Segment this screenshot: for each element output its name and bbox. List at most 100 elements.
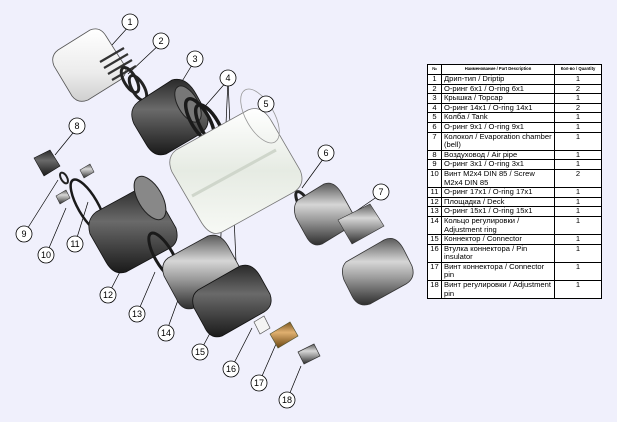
cell-qty: 1: [554, 280, 602, 300]
callout-circle: [128, 305, 146, 323]
part-adjustment-pin: [297, 343, 321, 365]
cell-qty: 1: [554, 187, 602, 198]
callout-label: 15: [195, 347, 205, 357]
callout-circle: [15, 225, 33, 243]
callout-label: 16: [226, 364, 236, 374]
cell-qty: 1: [554, 121, 602, 133]
callout-circle: [99, 286, 117, 304]
cell-num: 9: [427, 159, 442, 170]
callout-label: 4: [225, 73, 230, 83]
cell-num: 15: [427, 234, 442, 245]
cell-num: 13: [427, 206, 442, 217]
part-connector-pin: [269, 321, 299, 349]
callout-label: 2: [158, 36, 163, 46]
part-deck: [88, 175, 178, 274]
cell-qty: 1: [554, 234, 602, 245]
cell-num: 17: [427, 261, 442, 282]
cell-qty: 2: [554, 168, 602, 189]
cell-desc: О-ринг 9х1 / O-ring 9x1: [441, 121, 555, 133]
cell-desc: Винт коннектора / Connector pin: [441, 261, 555, 282]
callout-circle: [250, 374, 268, 392]
cell-num: 10: [427, 168, 442, 189]
callout-label: 18: [282, 395, 292, 405]
cell-desc: Дрип-тип / Driptip: [441, 74, 555, 85]
part-air-pipe: [33, 149, 61, 177]
cell-num: 7: [427, 131, 442, 151]
callout-circle: [186, 50, 204, 68]
cell-num: 18: [427, 280, 442, 300]
cell-desc: Винт M2x4 DIN 85 / Screw M2x4 DIN 85: [441, 168, 555, 189]
callout-label: 17: [254, 378, 264, 388]
callout-circle: [222, 360, 240, 378]
cell-desc: Колокол / Evaporation chamber (bell): [441, 131, 555, 151]
part-connector: [192, 264, 272, 338]
part-pin-insulator: [253, 315, 271, 335]
part-driptip: [52, 28, 137, 102]
cell-qty: 1: [554, 243, 602, 263]
table-header-row: № Наименование / Part Description Кол-во…: [427, 64, 602, 75]
callout-label: 5: [263, 99, 268, 109]
cell-num: 16: [427, 243, 442, 263]
callout-circle: [152, 32, 170, 50]
callout-label: 11: [70, 239, 79, 249]
cell-qty: 1: [554, 215, 602, 236]
cell-desc: О-ринг 17х1 / O-ring 17x1: [441, 187, 555, 198]
callout-circle: [191, 343, 209, 361]
cell-qty: 1: [554, 261, 602, 282]
part-screws-m2x4: [55, 163, 95, 205]
callout-circle: [157, 324, 175, 342]
header-description: Наименование / Part Description: [441, 64, 555, 75]
callout-label: 3: [192, 54, 197, 64]
part-bell: [294, 182, 414, 306]
callout-circle: [121, 13, 139, 31]
cell-desc: Винт регулировки / Adjustment pin: [441, 280, 555, 300]
cell-num: 1: [427, 74, 442, 85]
cell-qty: 1: [554, 131, 602, 151]
cell-desc: Коннектор / Connector: [441, 234, 555, 245]
callout-circle: [278, 391, 296, 409]
cell-desc: О-ринг 15х1 / O-ring 15x1: [441, 206, 555, 217]
callout-label: 9: [21, 229, 26, 239]
part-o-ring-3x1: [59, 171, 69, 185]
callout-label: 1: [127, 17, 132, 27]
callout-label: 6: [323, 148, 328, 158]
callout-label: 7: [378, 187, 383, 197]
cell-qty: 1: [554, 159, 602, 170]
callout-circle: [317, 144, 335, 162]
header-quantity: Кол-во / Quantity: [554, 64, 602, 75]
cell-desc: О-ринг 3х1 / O-ring 3x1: [441, 159, 555, 170]
callout-circle: [257, 95, 275, 113]
callout-circle: [66, 235, 84, 253]
callout-circle: [219, 69, 237, 87]
cell-desc: Втулка коннектора / Pin insulator: [441, 243, 555, 263]
callout-label: 14: [161, 328, 171, 338]
cell-num: 6: [427, 121, 442, 133]
cell-num: 3: [427, 93, 442, 104]
cell-num: 11: [427, 187, 442, 198]
callout-circle: [372, 183, 390, 201]
parts-list-table: № Наименование / Part Description Кол-во…: [427, 64, 602, 300]
callout-label: 10: [41, 250, 51, 260]
callout-label: 12: [103, 290, 113, 300]
callout-circle: [68, 117, 86, 135]
cell-qty: 1: [554, 206, 602, 217]
header-number: №: [427, 64, 442, 75]
cell-qty: 1: [554, 93, 602, 104]
callout-label: 8: [74, 121, 79, 131]
part-tank: [169, 88, 303, 234]
